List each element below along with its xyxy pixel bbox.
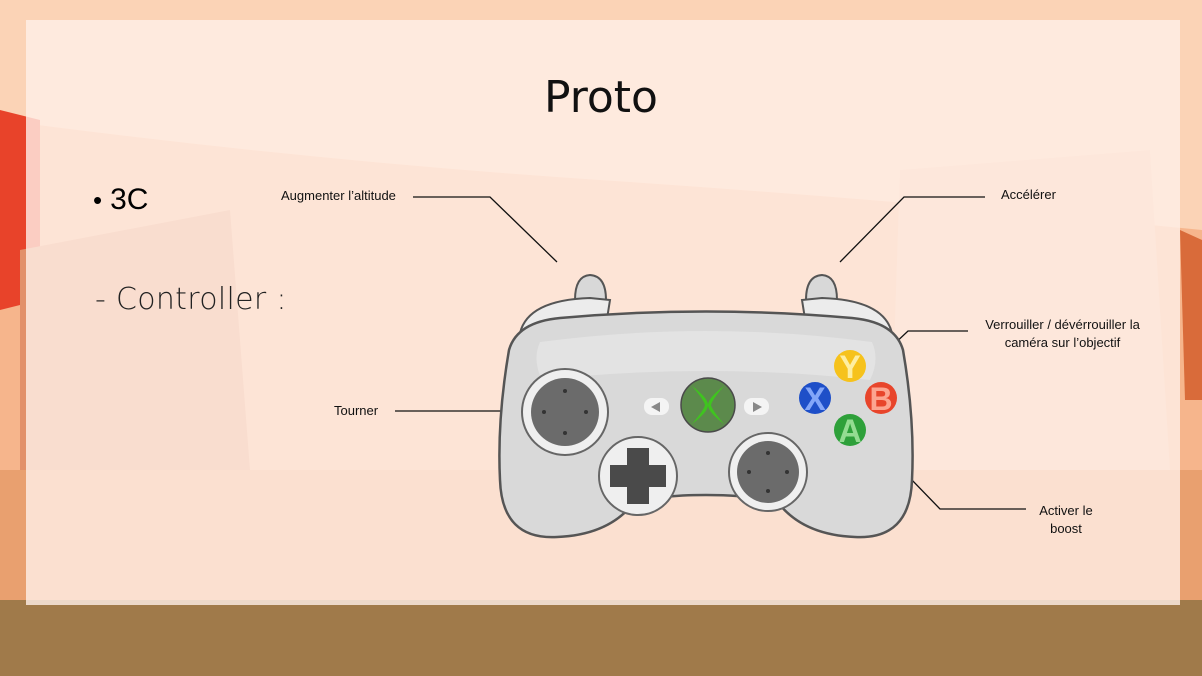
face-button-b[interactable]: B <box>865 381 897 417</box>
bullet-marker: • <box>93 185 103 215</box>
back-button[interactable] <box>644 398 669 415</box>
face-button-y[interactable]: Y <box>834 349 866 385</box>
svg-text:B: B <box>869 381 892 417</box>
sub-item-controller: - Controller : <box>95 282 287 317</box>
label-face-button-x: Verrouiller / dévérrouiller la caméra su… <box>985 317 1140 350</box>
right-thumbstick[interactable] <box>728 432 808 512</box>
svg-text:A: A <box>838 413 861 449</box>
dpad-icon[interactable] <box>598 436 678 516</box>
face-button-a[interactable]: A <box>834 413 866 449</box>
left-arrow-icon <box>651 402 660 412</box>
left-thumbstick[interactable] <box>521 368 609 456</box>
slide-title: Proto <box>544 72 658 123</box>
left-trigger[interactable] <box>573 273 608 301</box>
label-right-trigger: Accélérer <box>1001 187 1056 202</box>
label-left-trigger: Augmenter l’altitude <box>281 188 396 203</box>
right-trigger[interactable] <box>804 273 839 301</box>
face-button-x[interactable]: X <box>799 381 831 417</box>
right-arrow-icon <box>753 402 762 412</box>
svg-text:Y: Y <box>839 349 860 385</box>
label-face-button-a: Activer le boost <box>1039 503 1093 536</box>
bullet-text: 3C <box>110 183 149 216</box>
bullet-item: •3C <box>93 183 148 217</box>
xbox-guide-icon[interactable] <box>680 377 736 433</box>
label-left-stick: Tourner <box>334 403 379 418</box>
start-button[interactable] <box>744 398 769 415</box>
svg-text:X: X <box>804 381 826 417</box>
